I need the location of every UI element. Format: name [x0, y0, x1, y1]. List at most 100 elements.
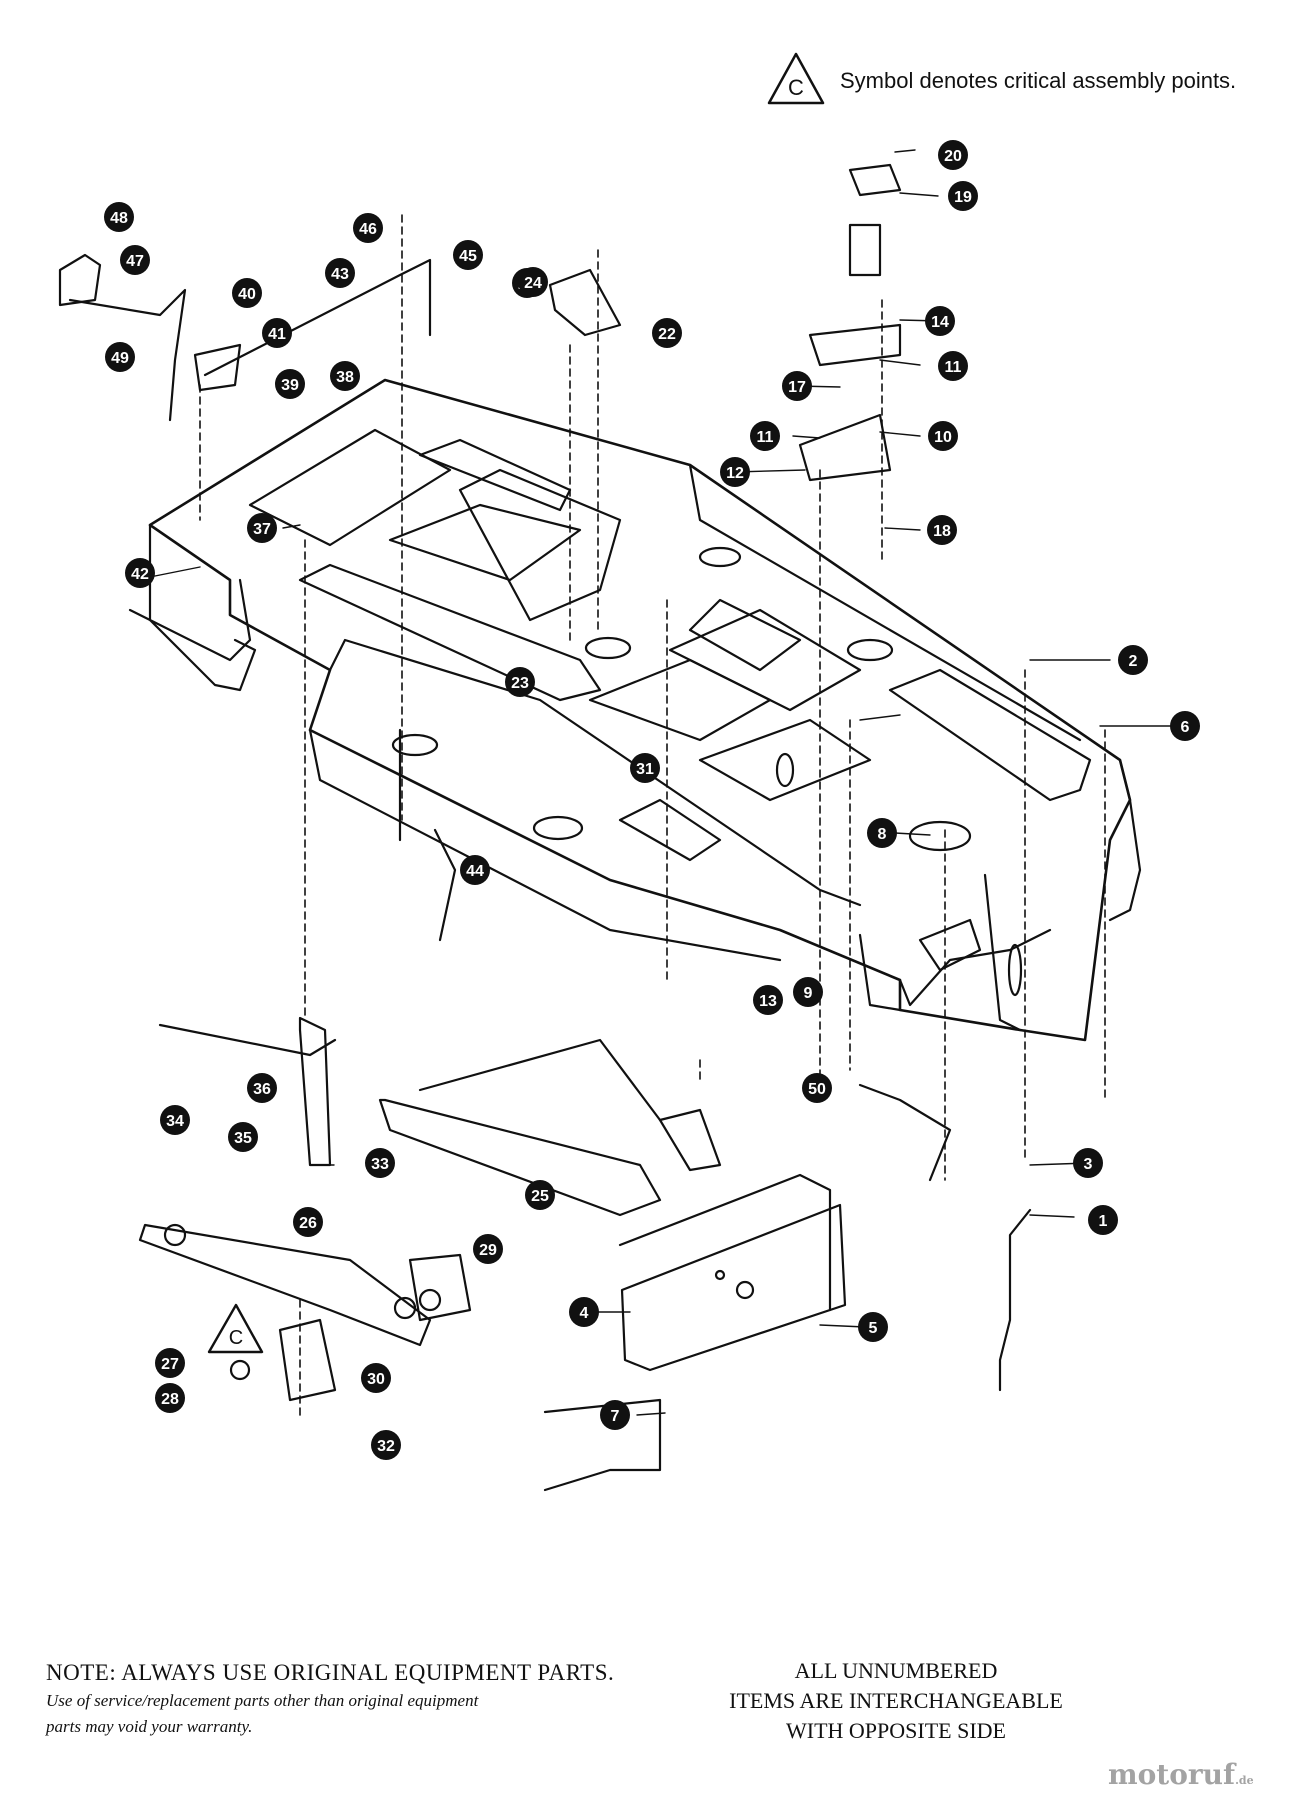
callout-13-label: 13	[759, 993, 777, 1010]
callout-12-label: 12	[726, 465, 744, 482]
callout-50-label: 50	[808, 1081, 826, 1098]
callout-35-label: 35	[234, 1130, 252, 1147]
callout-7-badge	[600, 1400, 630, 1430]
callout-30-label: 30	[367, 1371, 385, 1388]
callout-43-badge	[325, 258, 355, 288]
callout-42-badge	[125, 558, 155, 588]
callout-46-label: 46	[359, 221, 377, 238]
legend: C Symbol denotes critical assembly point…	[766, 48, 1266, 118]
callout-26-badge	[293, 1207, 323, 1237]
callout-23-label: 23	[511, 675, 529, 692]
callout-4-label: 4	[580, 1305, 589, 1322]
callout-48-label: 48	[110, 210, 128, 227]
callout-35-badge	[228, 1122, 258, 1152]
lower-components	[138, 1016, 847, 1402]
callout-12-badge	[720, 457, 750, 487]
callout-20-label: 20	[944, 148, 962, 165]
critical-symbol-label: C	[229, 1327, 243, 1349]
callout-11-label: 11	[757, 429, 774, 446]
warranty-note: NOTE: ALWAYS USE ORIGINAL EQUIPMENT PART…	[46, 1658, 686, 1740]
callout-31-badge	[630, 753, 660, 783]
callout-14-label: 14	[931, 314, 949, 331]
callout-11-badge	[750, 421, 780, 451]
callout-2-badge	[1118, 645, 1148, 675]
callout-38-badge	[330, 361, 360, 391]
callout-18-label: 18	[933, 523, 951, 540]
callout-24-badge	[518, 267, 548, 297]
callout-10-badge	[928, 421, 958, 451]
note-title: NOTE: ALWAYS USE ORIGINAL EQUIPMENT PART…	[46, 1660, 615, 1685]
callout-7-label: 7	[611, 1408, 620, 1425]
watermark-tld: .de	[1235, 1774, 1254, 1787]
callout-33-badge	[365, 1148, 395, 1178]
callout-27-badge	[155, 1348, 185, 1378]
callout-26-label: 26	[299, 1215, 317, 1232]
callout-41-badge	[262, 318, 292, 348]
callout-41-label: 41	[268, 326, 286, 343]
callout-29-label: 29	[479, 1242, 497, 1259]
callout-9-label: 9	[804, 985, 813, 1002]
callout-37-badge	[247, 513, 277, 543]
callout-9-badge	[793, 977, 823, 1007]
callout-6-label: 6	[1181, 719, 1190, 736]
callout-19-label: 19	[954, 189, 972, 206]
callout-22-badge	[652, 318, 682, 348]
watermark-brand: motoruf	[1108, 1758, 1236, 1791]
callout-49-label: 49	[111, 350, 129, 367]
watermark: motoruf.de	[1108, 1758, 1254, 1791]
callout-50-badge	[802, 1073, 832, 1103]
callout-19-badge	[948, 181, 978, 211]
callout-24-label: 24	[524, 275, 542, 292]
callout-43-label: 43	[331, 266, 349, 283]
callout-45-badge	[453, 240, 483, 270]
callout-37-label: 37	[253, 521, 271, 538]
callout-39-badge	[275, 369, 305, 399]
callout-34-badge	[160, 1105, 190, 1135]
callout-46-badge	[353, 213, 383, 243]
callout-30-badge	[361, 1363, 391, 1393]
callout-40-label: 40	[238, 286, 256, 303]
callout-29-badge	[473, 1234, 503, 1264]
callout-34-label: 34	[166, 1113, 184, 1130]
note-body-line-1: Use of service/replacement parts other t…	[46, 1691, 479, 1710]
callout-17-label: 17	[788, 379, 806, 396]
callout-8-label: 8	[878, 826, 887, 843]
critical-assembly-icon: C	[767, 52, 825, 105]
callout-11-label: 11	[945, 359, 962, 376]
legend-symbol-label: C	[788, 75, 804, 100]
callout-6-badge	[1170, 711, 1200, 741]
callout-17-badge	[782, 371, 812, 401]
callout-44-badge	[460, 855, 490, 885]
callout-14-badge	[925, 306, 955, 336]
callout-27-label: 27	[161, 1356, 179, 1373]
callout-20-badge	[938, 140, 968, 170]
callout-45-label: 45	[459, 248, 477, 265]
callout-18-badge	[927, 515, 957, 545]
callout-25-label: 25	[531, 1188, 549, 1205]
callout-28-badge	[155, 1383, 185, 1413]
callout-42-label: 42	[131, 566, 149, 583]
callout-23-badge	[505, 667, 535, 697]
callout-25-badge	[525, 1180, 555, 1210]
callout-22-label: 22	[658, 326, 676, 343]
callout-32-badge	[371, 1430, 401, 1460]
callout-36-badge	[247, 1073, 277, 1103]
callout-47-badge	[120, 245, 150, 275]
callout-group: 1234567891011111213141718192021222324252…	[104, 140, 1200, 1460]
callout-11-badge	[938, 351, 968, 381]
callout-40-badge	[232, 278, 262, 308]
interchangeable-line-3: WITH OPPOSITE SIDE	[786, 1718, 1006, 1743]
callout-1-label: 1	[1099, 1213, 1108, 1230]
interchangeable-line-2: ITEMS ARE INTERCHANGEABLE	[729, 1688, 1063, 1713]
callout-10-label: 10	[934, 429, 952, 446]
callout-38-label: 38	[336, 369, 354, 386]
callout-48-badge	[104, 202, 134, 232]
callout-2-label: 2	[1129, 653, 1138, 670]
critical-point-marker: C	[207, 1303, 264, 1354]
assembly-lines	[199, 214, 1106, 1421]
callout-36-label: 36	[253, 1081, 271, 1098]
note-body-line-2: parts may void your warranty.	[46, 1717, 253, 1736]
callout-3-label: 3	[1084, 1156, 1093, 1173]
callout-49-badge	[105, 342, 135, 372]
